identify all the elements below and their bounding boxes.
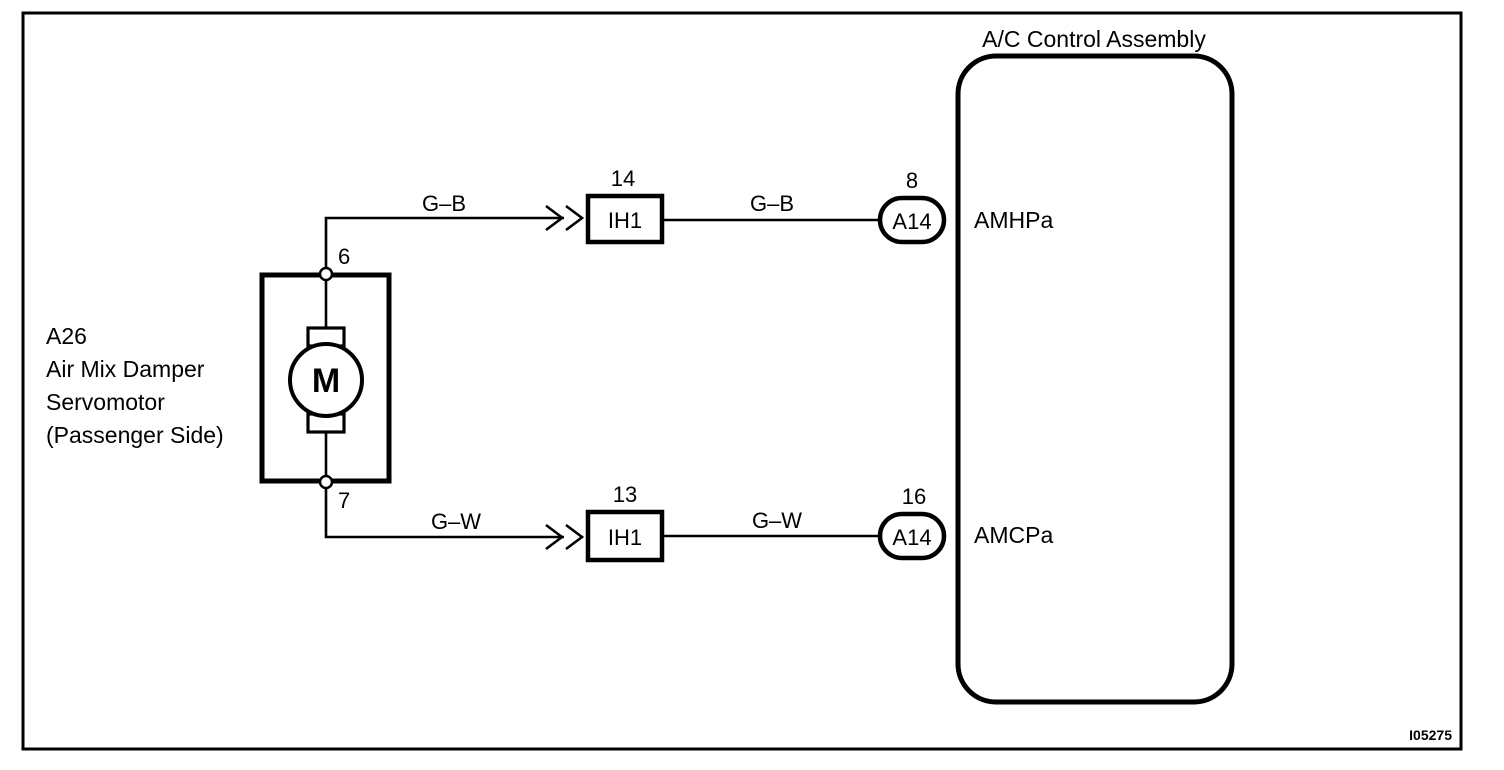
junction-upper-pin: 14 bbox=[611, 166, 635, 191]
diagram-frame bbox=[21, 11, 1463, 751]
servomotor-code: A26 bbox=[46, 323, 87, 349]
connector-a14-upper-label: A14 bbox=[892, 209, 931, 234]
terminal-amcpa-label: AMCPa bbox=[974, 522, 1053, 548]
junction-arrow-upper-2 bbox=[565, 204, 585, 232]
wire-gw-right-label: G–W bbox=[752, 508, 802, 533]
junction-ih1-upper-label: IH1 bbox=[608, 208, 642, 233]
servomotor-name-line3: (Passenger Side) bbox=[46, 422, 224, 448]
control-assembly-title: A/C Control Assembly bbox=[982, 26, 1206, 52]
control-assembly-box bbox=[955, 53, 1235, 705]
connector-a14-upper bbox=[877, 195, 947, 245]
connector-a14-lower bbox=[877, 511, 947, 561]
wire-gb-right-label: G–B bbox=[750, 191, 794, 216]
wire-gw-left-label: G–W bbox=[431, 509, 481, 534]
figure-code: I05275 bbox=[1409, 727, 1452, 743]
servomotor-name-line1: Air Mix Damper bbox=[46, 356, 205, 382]
connector-upper-pin: 8 bbox=[906, 168, 918, 193]
junction-arrow-lower-1 bbox=[545, 523, 565, 551]
junction-arrow-upper-1 bbox=[545, 204, 565, 232]
pin-6-label: 6 bbox=[338, 244, 350, 269]
terminal-amhpa-label: AMHPa bbox=[974, 207, 1053, 233]
pin-7-terminal bbox=[318, 474, 334, 490]
lower-circuit: IH1 13 G–W G–W A14 16 bbox=[324, 482, 947, 563]
servomotor: M 6 7 bbox=[259, 244, 392, 513]
connector-lower-pin: 16 bbox=[902, 484, 926, 509]
connector-a14-lower-label: A14 bbox=[892, 525, 931, 550]
wire-gb-left bbox=[324, 216, 564, 268]
wire-gb-left-label: G–B bbox=[422, 191, 466, 216]
motor-symbol: M bbox=[312, 362, 340, 400]
junction-lower-pin: 13 bbox=[613, 482, 637, 507]
pin-7-label: 7 bbox=[338, 488, 350, 513]
upper-circuit: IH1 14 G–B G–B A14 8 bbox=[324, 166, 947, 268]
junction-ih1-lower-label: IH1 bbox=[608, 525, 642, 550]
junction-ih1-lower bbox=[585, 509, 665, 563]
junction-arrow-lower-2 bbox=[565, 523, 585, 551]
motor-circle bbox=[288, 342, 364, 418]
pin-6-terminal bbox=[318, 266, 334, 282]
servomotor-name-line2: Servomotor bbox=[46, 389, 165, 415]
wire-gw-left bbox=[324, 488, 564, 539]
